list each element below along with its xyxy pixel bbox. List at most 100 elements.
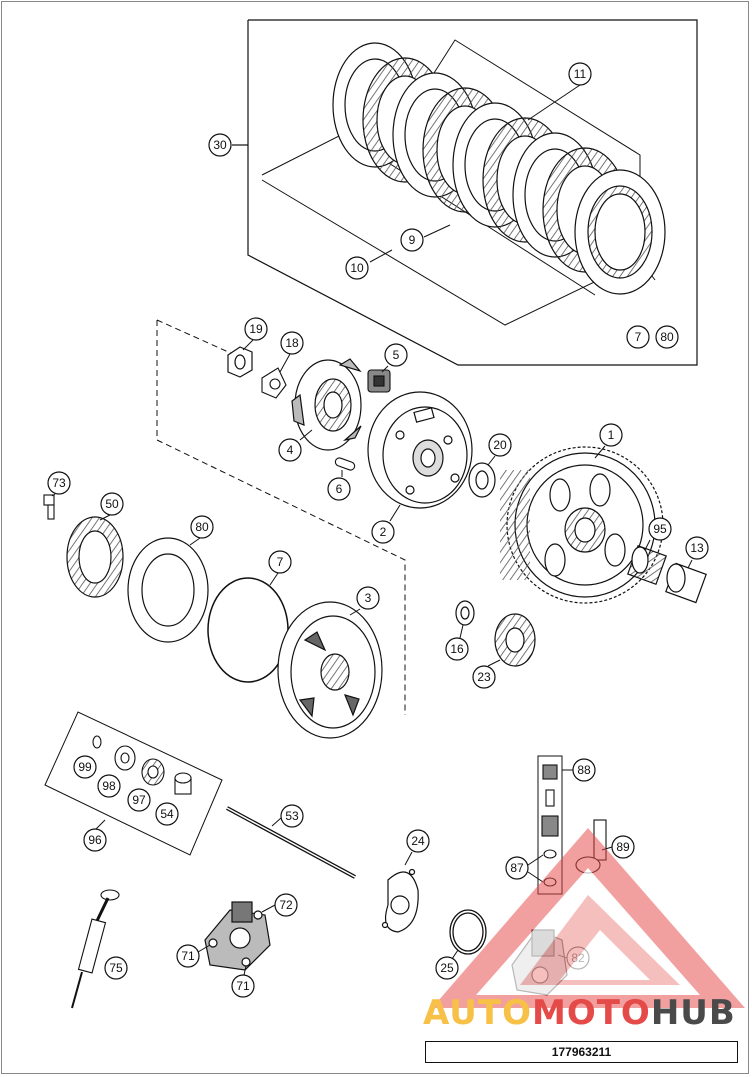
callout-30: 30: [208, 133, 232, 157]
callout-9: 9: [400, 224, 451, 252]
primary-gear-23: [494, 613, 536, 667]
callout-4: 4: [278, 429, 313, 462]
bleeding-syringe-75: [71, 889, 120, 1009]
callout-7-top: 7: [626, 325, 650, 349]
bolt-73: [43, 494, 55, 520]
watermark-part-auto: AUTO: [423, 993, 532, 1033]
callout-7-mid: 7: [268, 550, 292, 586]
svg-text:87: 87: [510, 861, 524, 875]
callout-20: 20: [487, 433, 512, 466]
pressure-cap-3: [277, 601, 383, 739]
callout-88: 88: [562, 758, 596, 782]
inner-hub-4: [291, 358, 362, 451]
lock-washer-18: [261, 367, 287, 399]
svg-text:73: 73: [52, 476, 66, 490]
callout-5: 5: [381, 343, 408, 373]
svg-text:10: 10: [350, 261, 364, 275]
callout-89: 89: [601, 835, 635, 859]
bearing-kit-96-outline: [44, 711, 223, 856]
svg-text:24: 24: [411, 834, 425, 848]
needle-bearing-95: [627, 545, 667, 585]
svg-text:71: 71: [181, 949, 195, 963]
svg-text:1: 1: [608, 428, 615, 442]
svg-text:6: 6: [336, 482, 343, 496]
callout-71-bottom: 71: [231, 965, 255, 998]
watermark-logo-triangle: [432, 828, 745, 1008]
callout-99: 99: [73, 755, 97, 779]
pressure-plate-2: [367, 391, 473, 509]
svg-text:89: 89: [616, 840, 630, 854]
callout-2: 2: [371, 504, 401, 544]
callout-24: 24: [404, 829, 430, 866]
svg-text:7: 7: [635, 330, 642, 344]
callout-19: 19: [242, 317, 268, 351]
damper-5: [367, 369, 391, 393]
callout-87: 87: [505, 854, 544, 883]
bearing-kit-parts: [92, 735, 192, 795]
spring-disc-50: [66, 516, 124, 598]
callout-98: 98: [97, 774, 121, 798]
pin-6: [334, 457, 356, 471]
svg-text:80: 80: [660, 330, 674, 344]
svg-text:3: 3: [365, 591, 372, 605]
thrust-washer-20: [468, 462, 496, 498]
nut-19: [227, 346, 253, 378]
svg-text:88: 88: [577, 763, 591, 777]
callout-1: 1: [594, 423, 623, 459]
svg-text:5: 5: [393, 348, 400, 362]
callout-25: 25: [435, 949, 459, 980]
clutch-plates-stack: [332, 42, 666, 295]
callout-71-left: 71: [176, 944, 211, 968]
svg-text:9: 9: [409, 233, 416, 247]
svg-text:30: 30: [213, 138, 227, 152]
svg-text:19: 19: [249, 322, 263, 336]
support-plate-80: [127, 537, 209, 643]
callout-72: 72: [261, 893, 298, 917]
callout-54: 54: [155, 802, 179, 826]
svg-text:18: 18: [285, 336, 299, 350]
callout-3: 3: [349, 586, 380, 616]
part-number-label: 177963211: [425, 1041, 738, 1063]
callout-96: 96: [83, 819, 107, 852]
svg-text:20: 20: [493, 438, 507, 452]
watermark-part-moto: MOTO: [531, 993, 651, 1033]
hub-assembly-outline: [156, 319, 406, 715]
svg-text:75: 75: [109, 961, 123, 975]
svg-text:80: 80: [195, 520, 209, 534]
slave-cylinder-72: [204, 901, 271, 971]
clutch-basket-1: [500, 446, 664, 604]
watermark-part-hub: HUB: [650, 993, 736, 1033]
svg-text:25: 25: [440, 961, 454, 975]
svg-text:2: 2: [380, 525, 387, 539]
svg-text:95: 95: [653, 522, 667, 536]
callout-95: 95: [644, 517, 672, 551]
callout-75: 75: [104, 956, 128, 980]
callout-6: 6: [327, 470, 351, 501]
svg-text:11: 11: [574, 67, 587, 81]
watermark-brand-text: AUTOMOTOHUB: [423, 996, 736, 1030]
svg-text:71: 71: [236, 979, 250, 993]
spacer-16: [455, 600, 475, 626]
o-ring-25: [449, 909, 487, 955]
svg-text:53: 53: [285, 809, 299, 823]
push-rod-53: [226, 806, 356, 879]
svg-text:23: 23: [477, 670, 491, 684]
callout-23: 23: [472, 659, 501, 689]
svg-text:13: 13: [690, 541, 704, 555]
clutch-plate-set-outline: [232, 19, 698, 366]
callout-80-top: 80: [655, 325, 679, 349]
wire-ring-7: [207, 577, 289, 683]
svg-text:7: 7: [277, 555, 284, 569]
bushing-13: [665, 562, 707, 604]
callout-18: 18: [279, 331, 304, 373]
callout-53: 53: [271, 804, 304, 828]
callout-50: 50: [99, 492, 124, 521]
bleed-kit-parts: [541, 764, 559, 887]
svg-text:16: 16: [450, 642, 464, 656]
svg-text:96: 96: [88, 833, 102, 847]
callout-13: 13: [685, 536, 709, 569]
callout-10: 10: [345, 249, 393, 280]
callout-97: 97: [127, 788, 151, 812]
